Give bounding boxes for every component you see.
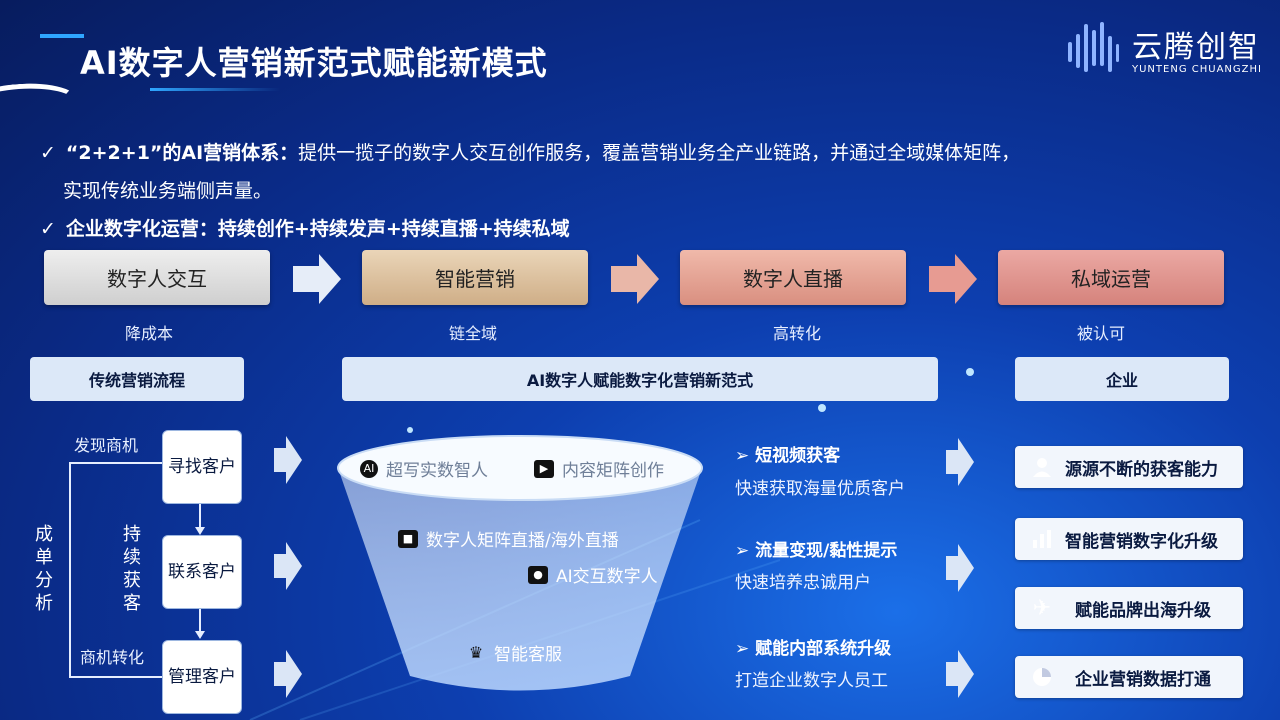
ai-new-paradigm-header: AI数字人赋能数字化营销新范式	[342, 357, 938, 401]
funnel-item-smart-service: ♛智能客服	[466, 640, 562, 665]
logo-chinese: 云腾创智	[1132, 29, 1260, 65]
title-accent-bar	[40, 34, 84, 38]
funnel-item-live-matrix: ■数字人矩阵直播/海外直播	[398, 526, 619, 551]
enterprise-item-data-integration: 企业营销数据打通	[1015, 656, 1243, 698]
step-contact-customer: 联系客户	[162, 535, 242, 609]
intro-line-2: ✓ 企业数字化运营：持续创作+持续发声+持续直播+持续私域	[40, 214, 570, 241]
arrow-right-icon	[293, 254, 341, 304]
enterprise-item-digital-upgrade: 智能营销数字化升级	[1015, 518, 1243, 560]
pie-chart-icon	[1029, 664, 1055, 690]
stage-digital-human-interaction: 数字人交互	[44, 250, 270, 305]
person-icon	[1029, 454, 1055, 480]
enterprise-item-acquisition: 源源不断的获客能力	[1015, 446, 1243, 488]
enterprise-item-brand-overseas: ✈ 赋能品牌出海升级	[1015, 587, 1243, 629]
crown-icon: ♛	[468, 643, 484, 662]
logo-english: YUNTENG CHUANGZHI	[1132, 63, 1262, 75]
arrow-right-icon	[946, 438, 974, 486]
stage-private-domain: 私域运营	[998, 250, 1224, 305]
check-icon: ✓	[40, 218, 56, 240]
title-underline	[150, 88, 280, 91]
airplane-icon: ✈	[1032, 595, 1052, 621]
intro-bold: “2+2+1”的AI营销体系：	[65, 142, 299, 164]
bar-chart-icon	[1029, 526, 1055, 552]
stage-sub-reduce-cost: 降成本	[124, 324, 173, 343]
clapperboard-icon: ▶	[534, 459, 554, 478]
logo-mark-icon	[1068, 22, 1119, 72]
brand-logo: 云腾创智 YUNTENG CHUANGZHI	[1066, 20, 1262, 76]
middle-sub-internal: 打造企业数字人员工	[735, 671, 888, 691]
decorative-ring	[0, 79, 82, 133]
arrow-right-icon	[946, 544, 974, 592]
intro-line-1: ✓ “2+2+1”的AI营销体系：提供一揽子的数字人交互创作服务，覆盖营销业务全产…	[40, 138, 1020, 165]
person-headset-icon: ●	[528, 565, 548, 584]
middle-head-traffic: ➢ 流量变现/黏性提示	[735, 541, 898, 561]
stage-smart-marketing: 智能营销	[362, 250, 588, 305]
arrow-right-icon	[946, 650, 974, 698]
arrow-right-icon	[274, 542, 302, 590]
step-find-customer: 寻找客户	[162, 430, 242, 504]
enterprise-header: 企业	[1015, 357, 1229, 401]
middle-sub-traffic: 快速培养忠诚用户	[735, 573, 871, 593]
traditional-marketing-header: 传统营销流程	[30, 357, 244, 401]
vertical-continuous-acquisition: 持续获客	[123, 524, 141, 614]
middle-head-short-video: ➢ 短视频获客	[735, 446, 841, 466]
intro-text: 提供一揽子的数字人交互创作服务，覆盖营销业务全产业链路，并通过全域媒体矩阵，	[298, 142, 1021, 164]
funnel-item-content-matrix: ▶内容矩阵创作	[534, 456, 664, 481]
arrow-right-icon	[929, 254, 977, 304]
arrow-right-icon	[274, 650, 302, 698]
stage-sub-recognized: 被认可	[1076, 324, 1125, 343]
intro-ops: 企业数字化运营：持续创作+持续发声+持续直播+持续私域	[65, 218, 570, 240]
intro-line-1-cont: 实现传统业务端侧声量。	[63, 180, 273, 202]
vertical-deal-analysis: 成单分析	[35, 524, 53, 614]
step-manage-customer: 管理客户	[162, 640, 242, 714]
middle-head-internal: ➢ 赋能内部系统升级	[735, 639, 892, 659]
funnel-item-ai-interactive: ●AI交互数字人	[528, 562, 658, 587]
label-discover-opportunity: 发现商机	[74, 436, 139, 455]
stage-digital-human-live: 数字人直播	[680, 250, 906, 305]
stage-sub-high-conversion: 高转化	[772, 324, 821, 343]
label-opportunity-conversion: 商机转化	[80, 648, 145, 667]
middle-sub-short-video: 快速获取海量优质客户	[735, 479, 905, 499]
arrow-right-icon	[274, 436, 302, 484]
check-icon: ✓	[40, 142, 56, 164]
arrow-right-icon	[611, 254, 659, 304]
ai-icon: AI	[360, 459, 378, 478]
video-camera-icon: ■	[398, 529, 418, 548]
stage-sub-full-chain: 链全域	[448, 324, 497, 343]
page-title: AI数字人营销新范式赋能新模式	[80, 44, 548, 82]
